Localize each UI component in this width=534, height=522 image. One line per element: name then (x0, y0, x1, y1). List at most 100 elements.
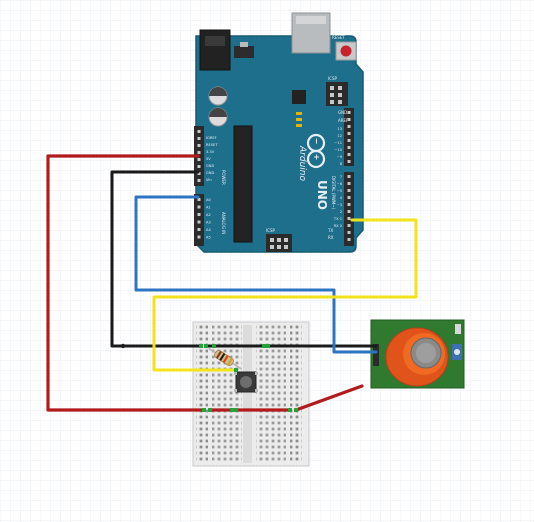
breadboard-connection-dot (234, 408, 238, 412)
breadboard-connection-dot (234, 368, 238, 372)
breadboard-connection-dot (208, 408, 212, 412)
breadboard-area-left (212, 325, 242, 463)
digital-pin-label: RX 0 (334, 224, 343, 228)
regulator-tab (240, 42, 248, 47)
icsp-top-pin (338, 100, 342, 104)
resistor-band-1 (215, 350, 222, 359)
sensor-smd-component (455, 324, 461, 334)
analog-pin-3 (197, 220, 201, 224)
digital-pin-upper-0 (347, 111, 351, 114)
breadboard-connection-dot (202, 408, 206, 412)
reset-label: RESET (332, 35, 345, 40)
digital-pin-lower-8 (347, 231, 351, 234)
digital-pin-lower-6 (347, 217, 351, 220)
icsp-bottom-pins (270, 238, 288, 249)
analog-section-label: ANALOG IN (221, 212, 226, 234)
digital-pin-label: ~3 (337, 203, 342, 207)
model-text: UNO (315, 180, 329, 210)
arduino-logo: − + (306, 133, 326, 169)
breadboard-center-channel (243, 325, 252, 463)
digital-pin-label: 13 (337, 127, 342, 131)
power-pin-5 (197, 165, 201, 168)
breadboard-connection-dot (266, 344, 270, 348)
analog-pin-label: A3 (206, 221, 211, 225)
sensor-header (373, 344, 379, 366)
push-button-cap[interactable] (240, 376, 252, 388)
power-pin-label: GND (206, 164, 214, 168)
icsp-bottom-pin (270, 245, 274, 249)
wire-yellow-digital[interactable] (152, 218, 418, 372)
digital-pin-lower-0 (347, 175, 351, 178)
resistor-band-4 (226, 357, 233, 366)
power-pin-0 (197, 130, 201, 133)
reset-button[interactable] (340, 45, 352, 57)
sensor-mesh-center (416, 343, 436, 363)
breadboard-connection-dot (204, 344, 208, 348)
digital-pin-lower-9 (347, 238, 351, 241)
icsp-top-pin (330, 100, 334, 104)
logo-plus: + (312, 154, 321, 161)
logo-minus: − (312, 138, 321, 145)
digital-pin-upper-2 (347, 125, 351, 128)
resistor-band-2 (219, 353, 226, 361)
wire-black-gnd[interactable] (110, 170, 203, 348)
analog-pin-4 (197, 228, 201, 231)
analog-pin-label: A2 (206, 213, 211, 217)
wire-red-sensor[interactable] (294, 384, 364, 412)
icsp-label: ICSP (266, 228, 276, 233)
icsp-bottom-pin (284, 238, 288, 242)
digital-pin-label: ~9 (337, 155, 343, 159)
breadboard-connection-dot (199, 344, 203, 348)
analog-pin-label: A0 (206, 198, 211, 202)
digital-pin-lower-3 (347, 196, 351, 199)
icsp-top-pin (330, 93, 334, 97)
digital-pins (347, 111, 351, 241)
breadboard[interactable] (192, 321, 310, 467)
rx-label: RX (328, 235, 334, 240)
aref-label: AREF (338, 118, 349, 123)
wire-red-5v[interactable] (46, 154, 206, 412)
usb-connector-inner (296, 16, 326, 24)
digital-pin-label: ~11 (334, 141, 342, 145)
breadboard-connection-dot (212, 344, 216, 348)
logo-loop-bottom (306, 149, 326, 169)
breadboard-area-right (256, 325, 286, 463)
led-rx (296, 124, 302, 127)
digital-pin-lower-1 (347, 182, 351, 185)
digital-header-upper (344, 108, 354, 166)
analog-pin-5 (197, 235, 201, 239)
digital-pin-lower-5 (347, 210, 351, 213)
breadboard-rail-right (290, 325, 302, 463)
arduino-uno-board[interactable]: RESET ICSP ICSP IOREFRESET3.3V5VGNDGNDVi… (194, 12, 364, 253)
digital-pin-lower-7 (347, 224, 351, 227)
sensor-potentiometer-knob (454, 349, 460, 355)
analog-pin-label: A4 (206, 228, 211, 232)
power-section-label: POWER (221, 170, 226, 185)
power-pin-6 (197, 172, 201, 175)
icsp-bottom-pin (277, 238, 281, 242)
digital-header-lower (344, 172, 354, 246)
breadboard-connection-dots (199, 344, 298, 412)
digital-pin-label: 4 (340, 196, 343, 200)
breadboard-connection-dot (230, 408, 234, 412)
resistor[interactable] (207, 345, 243, 372)
push-button-leg-1 (234, 372, 237, 375)
power-pin-label: GND (206, 171, 214, 175)
digital-pin-label: ~6 (337, 182, 343, 186)
digital-pin-upper-5 (347, 146, 351, 149)
digital-pin-upper-6 (347, 153, 351, 156)
gas-sensor-module[interactable] (370, 319, 465, 389)
analog-pin-1 (197, 205, 201, 209)
push-button[interactable] (234, 371, 258, 393)
digital-pin-label: 2 (340, 210, 342, 214)
digital-pin-upper-4 (347, 139, 351, 142)
tx-label: TX (327, 228, 333, 233)
power-pin-4 (197, 158, 201, 161)
analog-pin-0 (197, 198, 201, 201)
icsp-top-pin (338, 93, 342, 97)
icsp-top-pin (330, 86, 334, 90)
wire-blue-analog[interactable] (134, 195, 378, 354)
power-pin-7 (197, 179, 201, 182)
